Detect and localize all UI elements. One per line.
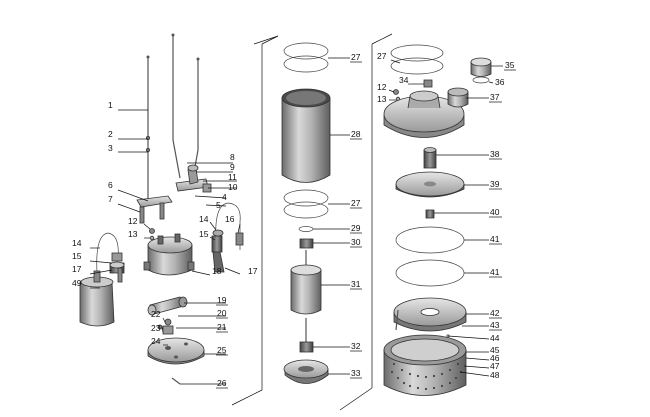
part-label: 17 [248,266,258,276]
right-assembly [383,44,492,396]
part-label: 32 [351,341,361,351]
middle-assembly [281,42,331,384]
part-label: 16 [225,214,235,224]
part-label: 39 [490,179,500,189]
part-label: 3 [108,143,113,153]
part-label: 14 [72,238,82,248]
part-label: 25 [217,345,227,355]
part-label: 27 [377,51,387,61]
part-label: 37 [490,92,500,102]
part-label: 27 [351,52,361,62]
label-underlines [216,61,516,389]
part-label: 47 [490,361,500,371]
part-label: 5 [216,200,221,210]
part-label: 18 [212,266,222,276]
part-label: 26 [217,378,227,388]
part-label: 8 [230,152,235,162]
left-assembly [79,33,244,385]
part-label: 10 [228,182,238,192]
part-label: 27 [351,198,361,208]
part-label: 17 [72,264,82,274]
part-label: 15 [199,229,209,239]
part-label: 29 [351,223,361,233]
part-label: 40 [490,207,500,217]
part-label: 46 [490,353,500,363]
section-borders [231,33,393,411]
part-label: 36 [495,77,505,87]
part-label: 35 [505,60,515,70]
part-label: 41 [490,267,500,277]
part-label: 48 [490,370,500,380]
part-label: 43 [490,320,500,330]
part-label: 28 [351,129,361,139]
leaders-right [313,57,503,377]
part-label: 12 [377,82,387,92]
part-labels: 1 2 3 6 7 12 13 14 15 17 49 22 23 24 8 9… [72,51,515,388]
part-label: 31 [351,279,361,289]
part-label: 6 [108,180,113,190]
part-label: 23 [151,323,161,333]
part-label: 30 [351,237,361,247]
part-label: 13 [377,94,387,104]
part-label: 13 [128,229,138,239]
part-label: 11 [228,172,237,182]
leaders-left [89,109,241,385]
part-label: 20 [217,308,227,318]
part-label: 44 [490,333,500,343]
part-label: 49 [72,278,82,288]
part-label: 15 [72,251,82,261]
part-label: 42 [490,308,500,318]
part-label: 41 [490,234,500,244]
part-label: 14 [199,214,209,224]
part-label: 34 [399,75,409,85]
part-label: 22 [151,309,161,319]
part-label: 4 [222,192,227,202]
part-label: 1 [108,100,113,110]
part-label: 38 [490,149,500,159]
part-label: 2 [108,129,113,139]
part-label: 9 [230,162,235,172]
part-label: 19 [217,295,227,305]
part-label: 33 [351,368,361,378]
part-label: 21 [217,322,227,332]
part-label: 45 [490,345,500,355]
part-label: 7 [108,194,113,204]
part-label: 12 [128,216,138,226]
part-label: 24 [151,336,161,346]
